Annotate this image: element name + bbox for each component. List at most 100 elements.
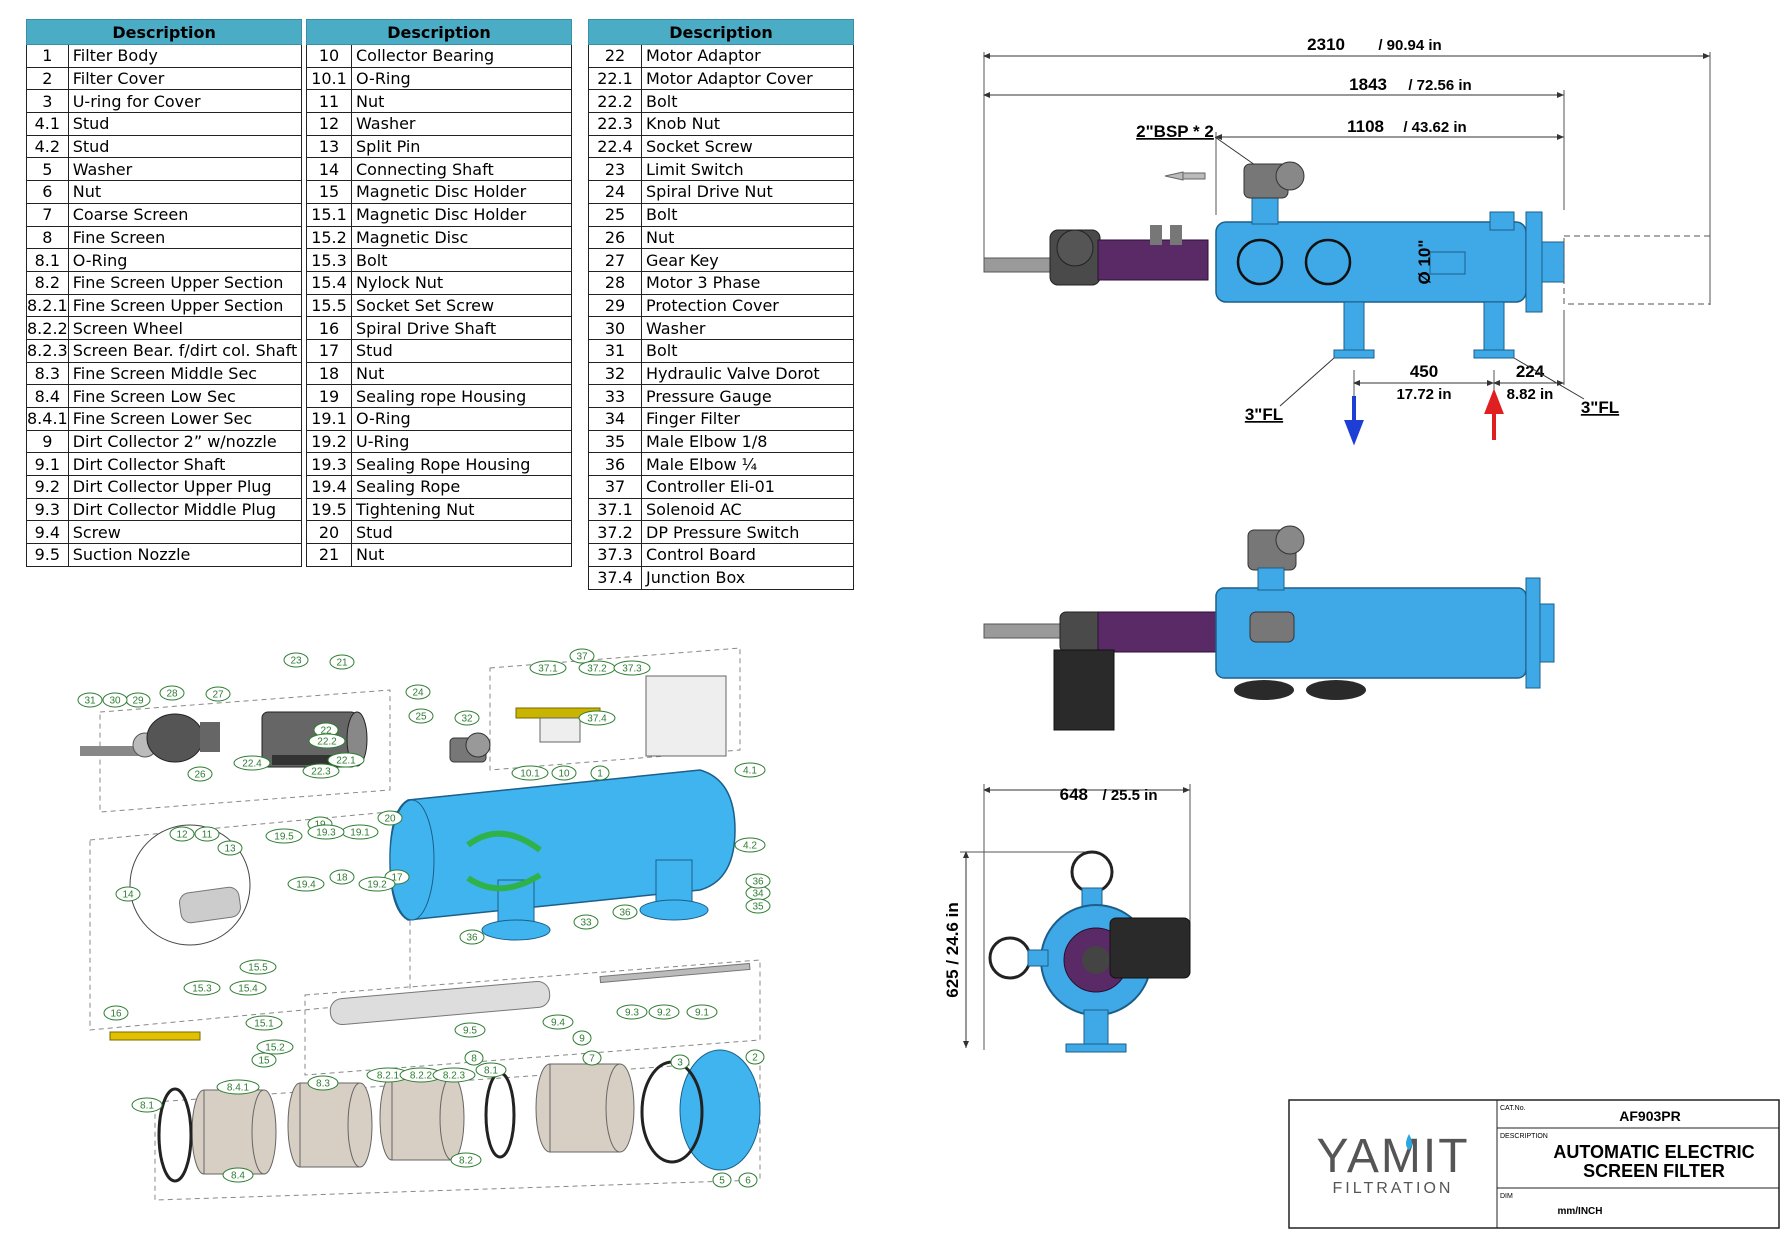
part-balloon-label: 36 <box>466 933 478 944</box>
part-balloon-label: 33 <box>580 918 592 929</box>
part-balloon-label: 10 <box>558 769 570 780</box>
part-balloon: 4.1 <box>734 762 766 778</box>
part-balloon: 8.2.2 <box>399 1067 443 1083</box>
part-balloon-label: 7 <box>589 1054 595 1065</box>
part-description: Fine Screen <box>67 225 303 250</box>
part-description: Nut <box>351 543 572 567</box>
part-number: 10.1 <box>306 66 352 91</box>
part-balloon: 23 <box>283 652 309 668</box>
legs-dim-value: 450 <box>1410 362 1438 381</box>
filter-cover-flange <box>1525 211 1543 313</box>
part-balloon-label: 37 <box>576 652 588 663</box>
motor <box>1053 649 1115 731</box>
part-balloon-label: 31 <box>84 696 96 707</box>
part-balloon: 36 <box>745 873 771 889</box>
part-balloon-label: 8 <box>471 1054 477 1065</box>
part-balloon-label: 8.4.1 <box>227 1083 250 1094</box>
offset-dim-value: 224 <box>1516 362 1545 381</box>
drive-shaft <box>983 257 1055 273</box>
part-balloon: 22.1 <box>327 752 365 768</box>
part-balloon: 14 <box>115 886 141 902</box>
part-balloon: 24 <box>405 684 431 700</box>
part-description: Motor Adaptor <box>641 44 854 68</box>
part-balloon: 8.1 <box>475 1062 507 1078</box>
part-balloon-label: 8.3 <box>316 1079 330 1090</box>
mid-dim-value: 1843 <box>1349 75 1387 94</box>
part-description: Male Elbow 1/8 <box>641 429 854 454</box>
part-balloon-label: 2 <box>752 1053 758 1064</box>
part-balloon: 29 <box>125 692 151 708</box>
part-balloon-label: 9.5 <box>463 1026 477 1037</box>
part-balloon: 10.1 <box>511 765 549 781</box>
part-balloon-label: 12 <box>176 830 188 841</box>
part-description: Spiral Drive Nut <box>641 180 854 204</box>
control-board <box>645 675 727 757</box>
part-balloon: 21 <box>329 654 355 670</box>
part-balloon: 9.1 <box>686 1004 718 1020</box>
part-balloon: 10 <box>551 765 577 781</box>
part-balloon-label: 17 <box>391 873 403 884</box>
part-balloon-label: 30 <box>109 696 121 707</box>
part-balloon: 8.4 <box>222 1167 254 1183</box>
part-balloon-label: 36 <box>752 877 764 888</box>
part-description: Bolt <box>641 202 854 227</box>
part-description: Magnetic Disc <box>351 225 572 250</box>
part-balloon-label: 22.4 <box>242 759 262 770</box>
part-balloon-label: 15.3 <box>192 984 212 995</box>
part-balloon: 18 <box>329 869 355 885</box>
part-number: 22.4 <box>588 134 642 159</box>
part-balloon-label: 37.2 <box>587 664 607 675</box>
part-balloon: 19.2 <box>358 876 396 892</box>
part-description: Bolt <box>641 338 854 363</box>
part-balloon-label: 8.1 <box>484 1066 498 1077</box>
part-balloon-label: 1 <box>597 769 603 780</box>
part-description: O-Ring <box>351 407 572 431</box>
part-balloon-label: 8.1 <box>140 1101 154 1112</box>
table-header: Description <box>306 19 572 45</box>
part-balloon: 8.2.1 <box>366 1067 410 1083</box>
part-number: 16 <box>306 316 352 340</box>
part-number: 9.1 <box>26 452 69 477</box>
part-number: 14 <box>306 157 352 182</box>
part-number: 9.5 <box>26 543 69 567</box>
part-balloon: 37.2 <box>578 660 616 676</box>
part-balloon-label: 4.2 <box>743 841 757 852</box>
width-dim-value: 648 <box>1060 785 1088 804</box>
part-description: Controller Eli-01 <box>641 475 854 499</box>
part-balloon: 9 <box>572 1030 592 1046</box>
part-number: 17 <box>306 338 352 363</box>
part-description: Magnetic Disc Holder <box>351 180 572 204</box>
part-balloon: 26 <box>187 766 213 782</box>
part-balloon: 22.4 <box>233 755 271 771</box>
part-balloon-label: 8.4 <box>231 1171 245 1182</box>
part-balloon-label: 29 <box>132 696 144 707</box>
part-balloon: 19.5 <box>265 828 303 844</box>
width-dim-inches: / 25.5 in <box>1102 787 1157 804</box>
part-description: Fine Screen Upper Section <box>67 293 303 318</box>
part-balloon: 37.4 <box>578 710 616 726</box>
diameter-label: Ø 10" <box>1415 240 1434 285</box>
part-balloon-label: 32 <box>461 714 473 725</box>
part-description: Coarse Screen <box>67 202 303 227</box>
part-balloon: 8.4.1 <box>216 1079 260 1095</box>
part-balloon: 22.2 <box>308 733 346 749</box>
part-balloon: 8.3 <box>307 1075 339 1091</box>
part-balloon: 35 <box>745 898 771 914</box>
part-balloon-label: 37.4 <box>587 714 607 725</box>
part-balloon: 25 <box>408 708 434 724</box>
height-dim-label: 625 / 24.6 in <box>943 902 962 997</box>
part-balloon-label: 16 <box>110 1009 122 1020</box>
part-balloon-label: 15 <box>258 1056 270 1067</box>
